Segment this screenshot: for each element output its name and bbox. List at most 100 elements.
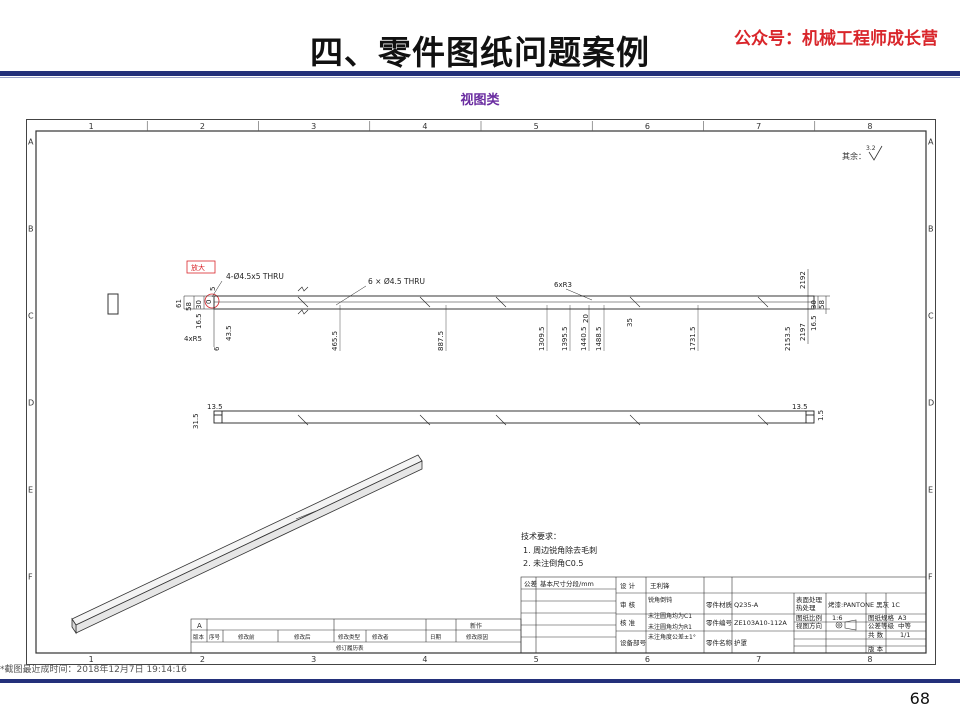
surface-finish-icon bbox=[868, 145, 883, 161]
part-no: ZE103A10-112A bbox=[734, 619, 787, 627]
revision-header-6: 日期 bbox=[430, 634, 442, 641]
top-view-body bbox=[213, 295, 815, 310]
dim-2192: 2192 bbox=[799, 271, 807, 289]
edge-note-3: 未注圆角均为R1 bbox=[648, 623, 692, 631]
dim-5: 5 bbox=[209, 287, 217, 291]
dim-35: 35 bbox=[626, 318, 634, 327]
dim-2153-5: 2153.5 bbox=[784, 327, 792, 352]
dim-hole-3: 1395.5 bbox=[561, 327, 569, 352]
dim-r-16-5: 16.5 bbox=[810, 315, 818, 331]
dim-0: 0 bbox=[205, 300, 213, 304]
zone-row-right-A: A bbox=[928, 138, 934, 147]
hole-note-1: 4-Ø4.5x5 THRU bbox=[226, 272, 284, 281]
tolerance-label: 公差等级 bbox=[868, 621, 895, 630]
zone-row-left-A: A bbox=[28, 138, 34, 147]
zone-col-top-4: 4 bbox=[422, 122, 427, 131]
dim-61: 61 bbox=[175, 299, 183, 308]
part-no-label: 零件编号 bbox=[706, 618, 733, 627]
zone-col-bottom-8: 8 bbox=[867, 655, 872, 664]
dim-16-5: 16.5 bbox=[195, 313, 203, 329]
dim-r-30: 30 bbox=[810, 300, 818, 309]
revision-header-1: 序号 bbox=[209, 633, 221, 641]
scale-value: 1:6 bbox=[832, 614, 842, 622]
edge-note-2: 未注圆角均为C1 bbox=[648, 612, 692, 620]
zone-col-top-1: 1 bbox=[89, 122, 94, 131]
paint-spec: 烤漆:PANTONE 黑灰 1C bbox=[828, 600, 900, 609]
dept-label: 设备部号 bbox=[620, 638, 647, 647]
revision-header-2: 修改前 bbox=[238, 633, 255, 641]
view-marker-box bbox=[107, 293, 119, 315]
hole-note-2-leader bbox=[335, 285, 367, 306]
zone-col-bottom-2: 2 bbox=[200, 655, 205, 664]
side-dim-left: 31.5 bbox=[192, 413, 200, 429]
zone-row-right-D: D bbox=[928, 399, 934, 408]
dim-hole-2: 1309.5 bbox=[538, 327, 546, 352]
slide-title: 四、零件图纸问题案例 bbox=[310, 33, 650, 72]
zone-row-right-C: C bbox=[928, 312, 934, 321]
part-name-label: 零件名称 bbox=[706, 638, 733, 647]
hole-note-2: 6 × Ø4.5 THRU bbox=[368, 277, 425, 286]
dim-hole-1: 887.5 bbox=[437, 331, 445, 351]
zone-col-bottom-5: 5 bbox=[534, 655, 539, 664]
radius-note-1-leader bbox=[565, 288, 593, 301]
dim-hole-0: 465.5 bbox=[331, 331, 339, 351]
zone-row-left-B: B bbox=[28, 225, 34, 234]
edge-notes: 锐角倒钝 未注圆角均为C1 未注圆角均为R1 未注角度公差±1° bbox=[648, 596, 696, 641]
brand-label: 公众号：机械工程师成长营 bbox=[734, 29, 938, 49]
zone-row-right-E: E bbox=[928, 486, 933, 495]
zone-col-top-2: 2 bbox=[200, 122, 205, 131]
dim-2197: 2197 bbox=[799, 323, 807, 341]
revision-header-5: 修改者 bbox=[372, 633, 389, 641]
tech-req-item-1: 1. 周边锐角除去毛刺 bbox=[523, 545, 597, 555]
tech-req-title: 技术要求： bbox=[521, 531, 561, 541]
zone-row-right-F: F bbox=[928, 573, 933, 582]
isometric-view bbox=[71, 454, 423, 635]
zone-col-bottom-7: 7 bbox=[756, 655, 761, 664]
material: Q235-A bbox=[734, 601, 759, 609]
edge-note-4: 未注角度公差±1° bbox=[648, 633, 696, 641]
callout-circle bbox=[204, 293, 220, 309]
zone-col-top-7: 7 bbox=[756, 122, 761, 131]
projection-label: 视图方向 bbox=[796, 621, 822, 630]
scale-label: 图纸比例 bbox=[796, 613, 822, 622]
right-dims: 2192 2197 2153.5 30 58 16.5 20 35 bbox=[582, 271, 826, 351]
zone-col-bottom-3: 3 bbox=[311, 655, 316, 664]
zone-col-top-6: 6 bbox=[645, 122, 650, 131]
material-label: 零件材质 bbox=[706, 600, 733, 609]
break-marks bbox=[297, 286, 769, 426]
zone-row-left-F: F bbox=[28, 573, 33, 582]
zone-col-top-3: 3 bbox=[311, 122, 316, 131]
revision-footer: 修订履历表 bbox=[336, 644, 364, 652]
tech-req-item-2: 2. 未注倒角C0.5 bbox=[523, 558, 583, 568]
capture-note: *截图最近成时间：2018年12月7日 19:14:16 bbox=[0, 665, 187, 675]
tol-title: 基本尺寸分段/mm bbox=[540, 579, 594, 588]
side-view-body bbox=[213, 410, 815, 424]
side-dim-right: 1.5 bbox=[817, 410, 825, 421]
zone-row-left-E: E bbox=[28, 486, 33, 495]
edge-note-1: 锐角倒钝 bbox=[648, 596, 672, 604]
size-value: A3 bbox=[898, 614, 907, 622]
slide-subtitle: 视图类 bbox=[460, 93, 500, 108]
zone-row-right-B: B bbox=[928, 225, 934, 234]
zone-row-left-D: D bbox=[28, 399, 34, 408]
side-dim-right-top: 13.5 bbox=[792, 403, 808, 411]
hole-note-1-leader bbox=[211, 280, 223, 298]
zone-rows: A A B B C C D D E E F F bbox=[28, 138, 934, 582]
zone-col-bottom-6: 6 bbox=[645, 655, 650, 664]
revision-header-3: 修改后 bbox=[294, 633, 311, 641]
side-view bbox=[213, 410, 815, 424]
callout-label: 放大 bbox=[191, 263, 205, 272]
qty-label: 共 数 bbox=[868, 630, 884, 639]
zone-row-left-C: C bbox=[28, 312, 34, 321]
dim-20: 20 bbox=[582, 314, 590, 323]
right-dim-lines bbox=[807, 269, 830, 344]
design-label: 设 计 bbox=[620, 581, 636, 590]
tolerance-value: 中等 bbox=[898, 621, 912, 630]
zone-col-top-8: 8 bbox=[867, 122, 872, 131]
revision-header-7: 修改原因 bbox=[466, 633, 489, 641]
qty-value: 1/1 bbox=[900, 631, 910, 639]
callout-box bbox=[186, 260, 216, 274]
tol-header: 公差 bbox=[524, 579, 538, 588]
